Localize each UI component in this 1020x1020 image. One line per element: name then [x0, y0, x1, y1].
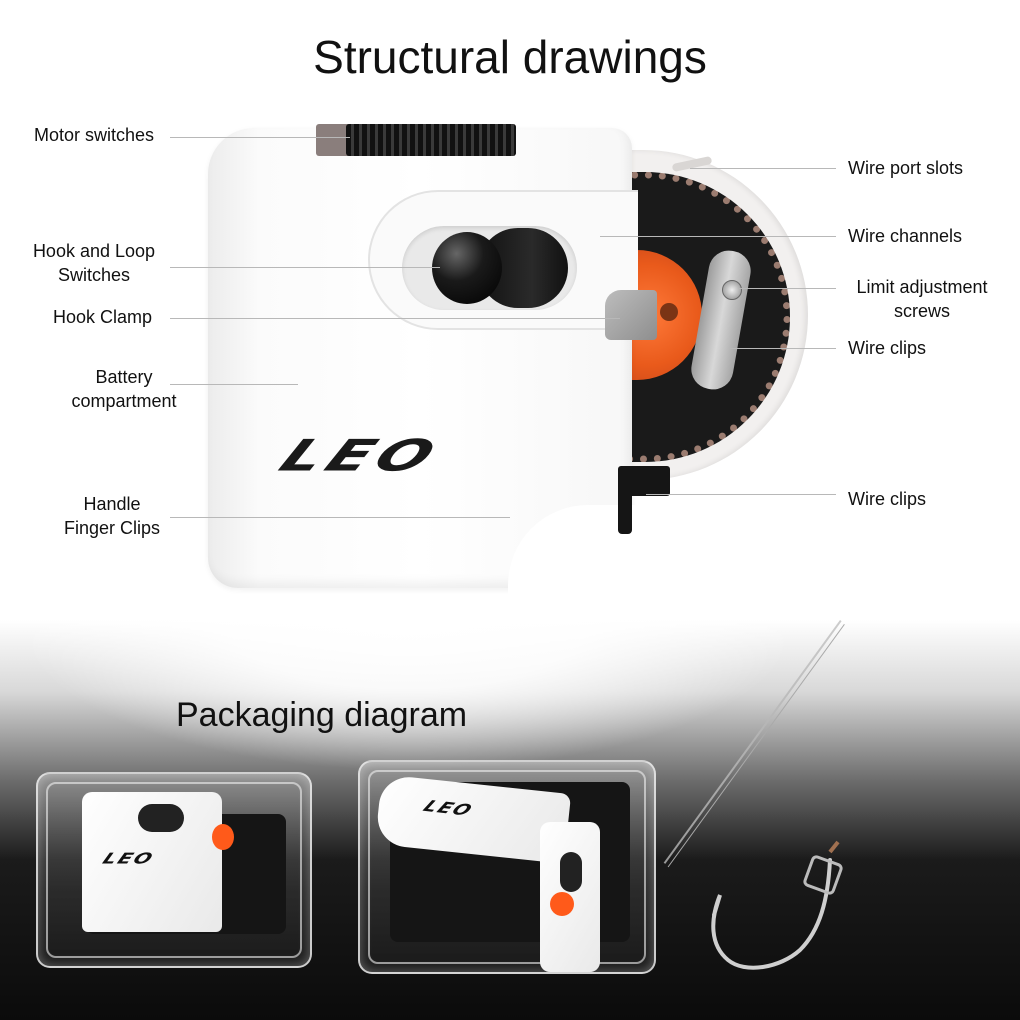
packaging-box-open: LEO: [358, 760, 656, 974]
leader-line: [170, 318, 620, 319]
box-lid-rim: [368, 770, 646, 964]
callout-hook-clamp: Hook Clamp: [52, 307, 153, 327]
fishing-hook-icon: [711, 840, 843, 970]
leader-line: [170, 137, 350, 138]
mini-switch: [138, 804, 184, 832]
mini-orange-rotor: [212, 824, 234, 850]
mini-brand-logo: LEO: [99, 849, 158, 867]
leader-line: [170, 267, 440, 268]
mini-orange-rotor: [550, 892, 574, 916]
callout-battery-compartment: Battery compartment: [71, 367, 177, 411]
brand-logo: LEO: [270, 430, 451, 482]
packaging-box-compact: LEO: [36, 772, 312, 968]
page-title: Structural drawings: [313, 31, 707, 83]
leader-line: [170, 384, 298, 385]
leader-line: [730, 348, 836, 349]
callout-wire-clips-upper: Wire clips: [848, 338, 927, 358]
leader-line: [170, 517, 510, 518]
packaging-title: Packaging diagram: [176, 696, 468, 734]
device-illustration: LEO: [208, 124, 808, 588]
leader-line: [600, 236, 836, 237]
mini-switch: [560, 852, 582, 892]
hook-clamp: [605, 290, 657, 340]
motor-switch: [346, 124, 516, 156]
callout-hook-and-loop-switches: Hook and Loop Switches: [32, 241, 156, 285]
leader-line: [738, 288, 836, 289]
callout-limit-adjustment-screws: Limit adjustment screws: [856, 277, 988, 321]
callout-handle-finger-clips: Handle Finger Clips: [63, 494, 161, 538]
wire-clip-tail: [618, 490, 632, 534]
leader-line: [690, 168, 836, 169]
rotor-screw: [660, 303, 678, 321]
callout-wire-clips-lower: Wire clips: [848, 489, 927, 509]
box-lid-rim: [46, 782, 302, 958]
callout-motor-switches: Motor switches: [33, 125, 155, 145]
callout-wire-channels: Wire channels: [848, 226, 963, 246]
limit-adjustment-screw: [722, 280, 742, 300]
switch-knob-front: [432, 232, 502, 304]
leader-line: [646, 494, 836, 495]
callout-wire-port-slots: Wire port slots: [848, 158, 964, 178]
